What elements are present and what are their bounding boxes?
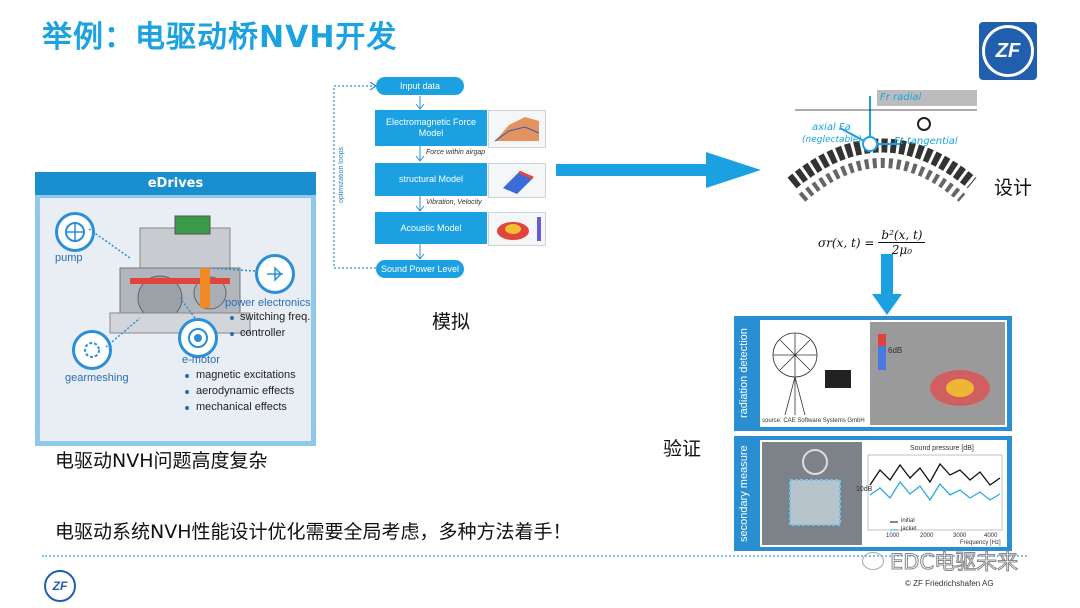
zf-footer-logo: ZF: [42, 568, 78, 604]
pump-label: pump: [55, 252, 83, 264]
pe-item-2: controller: [240, 327, 286, 339]
flow-acoustic-model: Acoustic Model: [375, 212, 487, 244]
bullet: [230, 332, 234, 336]
radiation-detection-label: radiation detection: [738, 328, 750, 419]
flow-em-force-model: Electromagnetic Force Model: [375, 110, 487, 146]
stress-formula: σr(x, t) = b²(x, t) 2μ₀: [818, 228, 926, 257]
zf-footer-logo-text: ZF: [44, 570, 76, 602]
power-electronics-label: power electronics: [225, 297, 311, 309]
force-radial-label: Fr radial: [880, 92, 922, 103]
secondary-measure-label: secondary measure: [738, 445, 750, 542]
page-title: 举例：电驱动桥NVH开发: [42, 20, 398, 55]
legend-initial: initial: [901, 518, 915, 524]
arrow-to-validation: [872, 254, 902, 315]
secondary-image-area: Sound pressure [dB] 10dB initial jacket …: [760, 440, 1007, 547]
flow-note-vibration: Vibration, Velocity: [426, 199, 482, 206]
secondary-measure-image: [762, 442, 1003, 545]
copyright: © ZF Friedrichshafen AG: [905, 579, 994, 588]
simulation-label: 模拟: [432, 311, 471, 333]
microphone-array-image: [772, 322, 1005, 425]
complexity-statement: 电驱动NVH问题高度复杂: [55, 450, 268, 472]
edrive-machine-illustration: [109, 215, 251, 334]
force-axial-sub: (neglectable): [802, 135, 862, 145]
tick-1000: 1000: [886, 533, 900, 539]
e-motor-icon: [178, 318, 218, 358]
emotor-item-3: mechanical effects: [196, 401, 287, 413]
flow-note-force: Force within airgap: [426, 149, 486, 156]
force-axial-label: axial Fa: [812, 122, 851, 133]
radiation-detection-panel: radiation detection source: CAE Software…: [734, 316, 1012, 431]
flow-structural-model: structural Model: [375, 163, 487, 196]
stator-drawing: [787, 90, 977, 202]
radiation-image-area: source: CAE Software Systems GmbH 6dB: [760, 320, 1007, 427]
emotor-item-1: magnetic excitations: [196, 369, 296, 381]
edrives-panel: eDrives pump power electronics switching…: [35, 172, 316, 446]
formula-left: σr(x, t) =: [818, 235, 875, 250]
structural-model-thumbnail: [488, 163, 546, 198]
formula-denominator: 2μ₀: [891, 243, 913, 257]
footer-divider: [42, 555, 1027, 557]
zf-logo: ZF: [979, 22, 1037, 80]
radiation-source-credit: source: CAE Software Systems GmbH: [762, 418, 865, 424]
validation-label: 验证: [663, 438, 702, 460]
gearmeshing-icon: [72, 330, 112, 370]
bullet: [230, 316, 234, 320]
flow-sound-power-level: Sound Power Level: [376, 260, 464, 278]
edrives-body: pump power electronics switching freq. c…: [40, 198, 311, 441]
formula-numerator: b²(x, t): [878, 228, 926, 243]
bullet: [185, 374, 189, 378]
power-electronics-icon: [255, 254, 295, 294]
tick-3000: 3000: [953, 533, 967, 539]
tick-4000: 4000: [984, 533, 998, 539]
radiation-scale-label: 6dB: [888, 346, 903, 355]
bullet: [185, 406, 189, 410]
zf-logo-text: ZF: [982, 25, 1034, 77]
chart-ylabel: 10dB: [856, 486, 873, 493]
emotor-item-2: aerodynamic effects: [196, 385, 295, 397]
flow-input-data: Input data: [376, 77, 464, 95]
flow-arrows: [415, 96, 425, 260]
chart-xlabel: Frequency [Hz]: [960, 540, 1001, 546]
edrives-connectors: [88, 228, 256, 348]
tick-2000: 2000: [920, 533, 934, 539]
acoustic-model-thumbnail: [488, 212, 546, 246]
watermark-text: EDC电驱未来: [889, 550, 1019, 575]
chart-title: Sound pressure [dB]: [910, 445, 974, 452]
arrow-to-design: [556, 152, 761, 188]
gearmeshing-label: gearmeshing: [65, 372, 129, 384]
secondary-measure-panel: secondary measure Sound pressure [dB] 10…: [734, 436, 1012, 551]
em-force-plot-thumbnail: [488, 110, 546, 148]
edrives-title: eDrives: [35, 172, 316, 195]
optimization-loops-label: optimization loops: [338, 146, 345, 204]
e-motor-label: e-motor: [182, 354, 220, 366]
pe-item-1: switching freq.: [240, 311, 311, 323]
design-label: 设计: [994, 177, 1033, 199]
watermark: EDC电驱未来: [862, 546, 1019, 576]
legend-jacket: jacket: [901, 526, 917, 532]
motor-force-diagram: Fr radial axial Fa (neglectable) Ft tang…: [782, 88, 982, 218]
approach-statement: 电驱动系统NVH性能设计优化需要全局考虑，多种方法着手！: [55, 521, 572, 543]
bullet: [185, 390, 189, 394]
wechat-icon: [862, 552, 884, 570]
force-tangential-label: Ft tangential: [894, 136, 958, 147]
